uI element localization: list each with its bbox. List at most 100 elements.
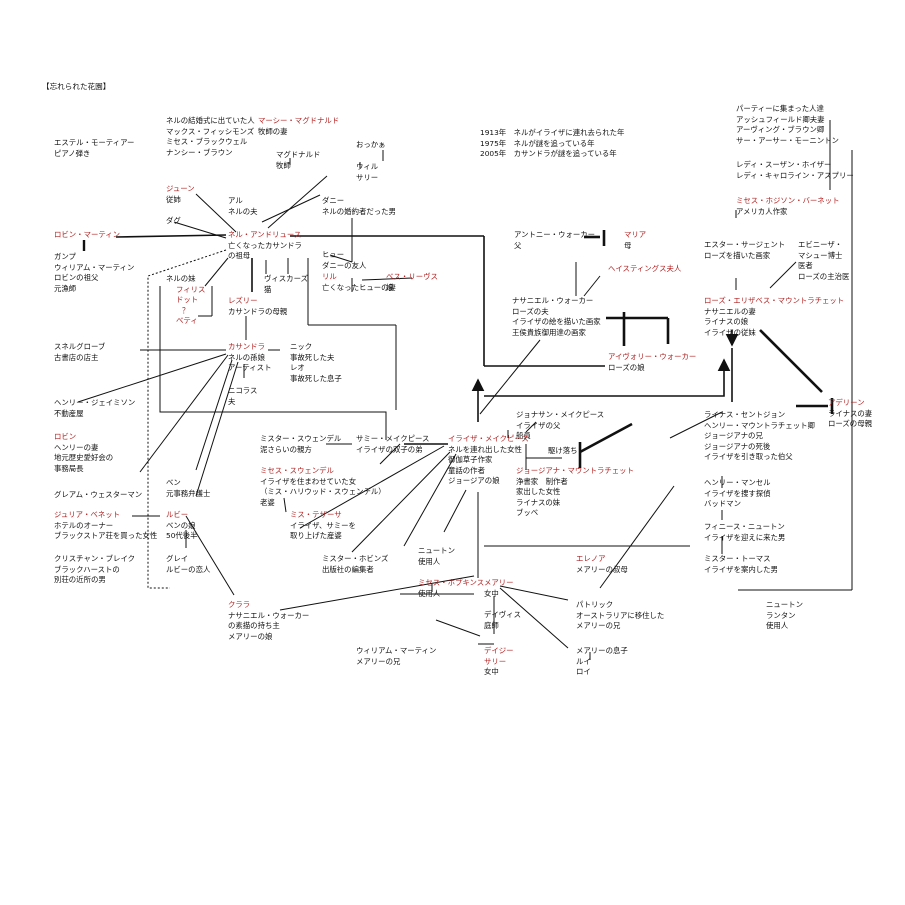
character-note: エビニーザ・ [798,240,843,249]
character-note: 女中 [484,667,499,676]
character-note: ヘンリー・ジェイミソン [54,398,136,407]
node-gump: ガンプウィリアム・マーティンロビンの祖父元漁師 [54,252,134,294]
node-nell-wedding: ネルの結婚式に出ていた人マックス・フィッシモンズミセス・ブラックウェルナンシー・… [166,116,255,158]
node-greham: グレアム・ウェスターマン [54,490,142,501]
node-hobbins: ミスター・ホビンズ出版社の編集者 [322,554,388,575]
character-note: アッシュフィールド卿夫妻 [736,114,825,124]
character-note: 御伽草子作家 [448,455,493,464]
node-henry-m: ヘンリー・マンセルイライザを捜す探偵バッドマン [704,478,771,510]
character-note: レオ [290,363,305,372]
node-tether: ミス・テザーサイライザ、サミーを取り上げた産婆 [290,510,356,542]
node-nell: ネル・アンドリュース亡くなったカサンドラの祖母 [228,230,302,262]
character-note: イライザの父 [516,420,561,430]
character-name: ジュリア・ベネット [54,510,120,519]
node-nell-sis: ネルの妹フィリスドット？ベティ [166,274,205,327]
line-robin-cassandra [139,354,229,473]
character-note: ダグ [166,216,181,225]
character-note: 取り上げた産婆 [290,531,342,540]
node-ben: ベン元事務弁護士 [166,478,210,499]
character-note: 医者 [798,261,813,270]
character-note: グレアム・ウェスターマン [54,490,143,499]
node-will: ウィルサリー [356,162,378,183]
character-note: ミセス・ブラックウェル [166,137,248,146]
line-nell-danny [261,194,321,223]
character-note: アーヴィング・ブラウン卿 [736,125,825,134]
line-nell-sisters [204,257,229,287]
character-note: 出版社の編集者 [322,564,374,574]
node-clara: クララナサニエル・ウォーカーの素描の持ち主メアリーの娘 [228,600,309,642]
line-georgiana-linus [579,422,633,454]
character-note: ブラックストア荘を買った女性 [54,531,158,540]
line-eliza-tether [299,445,445,529]
character-name: ドット [176,295,199,304]
node-jonathan: ジョナサン・メイクピースイライザの父船員 [516,410,604,442]
character-note: 1975年 ネルが謎を追っている年 [480,138,595,148]
node-nicolas: ニコラス夫 [228,386,257,407]
node-lesley: レズリーカサンドラの母親 [228,296,287,317]
character-note: 50代後半 [166,531,198,540]
node-patrick: パトリックオーストラリアに移住したメアリーの兄 [576,600,664,632]
character-note: ジョージアナの死後 [704,441,771,451]
character-name: ミセス・ホジソン・バーネット [736,196,840,205]
node-snell: スネルグローブ古書店の店主 [54,342,105,363]
character-note: ロイ [576,667,591,676]
character-name: クララ [228,600,251,609]
character-note: ローズの娘 [608,362,645,372]
character-note: 元事務弁護士 [166,488,211,498]
character-note: デイヴィス [484,610,521,619]
character-note: ピアノ弾き [54,148,91,158]
character-note: ネルの結婚式に出ていた人 [166,116,255,125]
character-note: メアリーの兄 [576,621,621,630]
character-note: カサンドラの母親 [228,306,288,316]
character-name: ロビン・マーティン [54,230,121,239]
character-name: ミス・テザーサ [290,510,342,519]
character-name: ベス・リーヴス [386,272,438,281]
character-name: ベティ [176,316,198,325]
character-name: ミセス・ホプキンス [418,578,485,587]
character-name: エレノア [576,554,606,563]
character-note: ロビンの祖父 [54,273,99,282]
node-bess: ベス・リーヴス娘 [386,272,438,293]
character-note: ルビーの恋人 [166,564,211,574]
node-mary-sons: メアリーの息子ルイロイ [576,646,628,678]
node-danny: ダニーネルの婚約者だった男 [322,196,396,217]
character-note: の祖母 [228,251,251,260]
node-sammy: サミー・メイクピースイライザの双子の弟 [356,434,429,455]
character-note: ウィリアム・マーティン [54,262,135,272]
node-okka: おっかぁ [356,140,386,151]
node-davis: デイヴィス庭師 [484,610,521,631]
character-note: アル [228,196,243,205]
character-note: ミスター・トーマス [704,554,771,563]
character-note: ライナス・セントジョン [704,410,786,419]
character-note: イライザを捜す探偵 [704,488,771,498]
character-note: 夫 [228,396,236,406]
character-name: ヘイスティングス夫人 [608,264,682,273]
character-note: ダニーの友人 [322,260,367,270]
character-note: ナサニエル・ウォーカー [512,296,594,305]
node-robin: ロビンヘンリーの妻地元歴史愛好会の事務局長 [54,432,113,474]
character-note: フィニース・ニュートン [704,522,785,531]
character-note: 庭師 [484,620,499,630]
node-mrs-sweindle: ミセス・スウェンデルイライザを住まわせていた女（ミス・ハリウッド・スウェンデル）… [260,466,386,508]
line-nell-will [267,175,328,229]
line-eliza-hobbins [351,451,451,553]
character-note: ヘンリー・マンセル [704,478,771,487]
character-note: イライザを住まわせていた女 [260,476,357,486]
character-note: パトリック [576,600,614,609]
character-note: オーストラリアに移住した [576,610,665,620]
character-note: ヘンリーの妻 [54,442,99,452]
character-note: 亡くなったカサンドラ [228,240,302,250]
node-linus: ライナス・セントジョンヘンリー・マウントラチェット卿ジョージアナの兄ジョージアナ… [704,410,815,463]
character-note: ニュートン [418,546,455,555]
character-note: マグドナルド [276,150,321,159]
character-note: アントニー・ウォーカー [514,230,596,239]
character-note: 使用人 [418,556,441,566]
node-mercy: マーシー・マグドナルド牧師の妻 [258,116,339,137]
character-note: ランタン [766,610,796,620]
node-anthony: アントニー・ウォーカー父 [514,230,595,251]
character-note: 1913年 ネルがイライザに連れ去られた年 [480,128,625,137]
character-note: イライザを案内した男 [704,564,778,574]
node-cassandra: カサンドラネルの孫娘アーティスト [228,342,271,374]
line-ruby-clara [185,515,235,596]
character-note: 事務局長 [54,463,84,473]
